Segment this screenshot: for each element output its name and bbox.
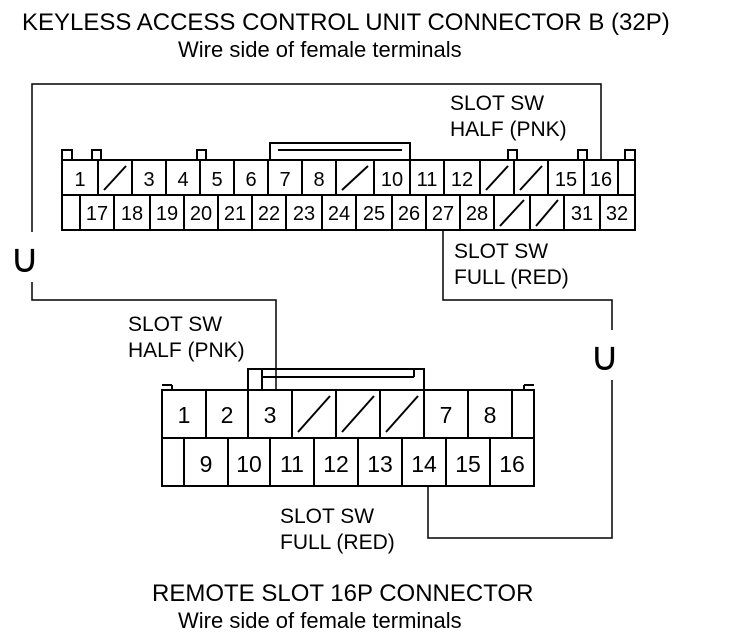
pin-r-1: 1 bbox=[178, 402, 191, 428]
pin-b-10: 10 bbox=[381, 169, 403, 191]
connector-b-row2-blank-marks bbox=[499, 199, 559, 227]
pin-b-19: 19 bbox=[156, 203, 178, 225]
pin-b-26: 26 bbox=[398, 203, 420, 225]
pin-b-11: 11 bbox=[417, 169, 438, 191]
remote-slot-row2-pins: 9 10 11 12 13 14 15 16 bbox=[200, 451, 525, 477]
wire-full-lower bbox=[427, 380, 613, 539]
pin-b-24: 24 bbox=[328, 203, 350, 225]
remote-slot-row2-grid bbox=[183, 438, 491, 486]
pin-r-11: 11 bbox=[280, 451, 304, 477]
remote-slot-connector bbox=[161, 368, 535, 487]
pin-r-8: 8 bbox=[484, 402, 497, 428]
wires bbox=[31, 83, 613, 539]
connector-b-row2-grid bbox=[79, 195, 601, 230]
splice-symbol-right: ∪ bbox=[590, 335, 619, 379]
remote-slot-row1-grid bbox=[205, 390, 513, 438]
pin-b-25: 25 bbox=[363, 203, 385, 225]
pin-b-4: 4 bbox=[177, 169, 188, 191]
pin-b-8: 8 bbox=[313, 169, 324, 191]
pin-b-1: 1 bbox=[74, 169, 85, 191]
pin-r-16: 16 bbox=[499, 451, 525, 477]
remote-slot-lock bbox=[247, 368, 425, 390]
pin-r-2: 2 bbox=[221, 402, 234, 428]
connector-b-row1-blank-marks bbox=[103, 165, 543, 191]
remote-slot-half-label-line1: SLOT SW bbox=[128, 313, 222, 336]
connector-b bbox=[61, 142, 636, 231]
pin-b-7: 7 bbox=[279, 169, 290, 191]
connector-b-row1-grid bbox=[61, 160, 619, 195]
remote-slot-row1-pins: 1 2 3 7 8 bbox=[178, 402, 497, 428]
remote-slot-subtitle: Wire side of female terminals bbox=[178, 608, 462, 633]
connector-b-lock bbox=[269, 142, 411, 160]
remote-slot-title: REMOTE SLOT 16P CONNECTOR bbox=[152, 580, 533, 607]
pin-r-15: 15 bbox=[455, 451, 481, 477]
connector-b-full-label-line2: FULL (RED) bbox=[454, 266, 569, 289]
pin-b-27: 27 bbox=[432, 203, 454, 225]
remote-slot-full-label-line2: FULL (RED) bbox=[280, 531, 395, 554]
pin-b-16: 16 bbox=[590, 169, 612, 191]
pin-b-18: 18 bbox=[121, 203, 143, 225]
connector-b-full-label-line1: SLOT SW bbox=[454, 240, 548, 263]
pin-r-12: 12 bbox=[323, 451, 349, 477]
pin-r-13: 13 bbox=[367, 451, 393, 477]
connector-b-row2-pins: 17 18 19 20 21 22 23 24 25 26 27 28 31 3… bbox=[86, 203, 628, 225]
wire-full-upper bbox=[442, 230, 613, 330]
pin-b-17: 17 bbox=[86, 203, 108, 225]
connector-b-title: KEYLESS ACCESS CONTROL UNIT CONNECTOR B … bbox=[22, 9, 670, 36]
pin-r-9: 9 bbox=[200, 451, 213, 477]
pin-b-20: 20 bbox=[190, 203, 212, 225]
pin-b-31: 31 bbox=[571, 203, 593, 225]
remote-slot-half-label-line2: HALF (PNK) bbox=[128, 339, 245, 362]
pin-b-3: 3 bbox=[143, 169, 154, 191]
connector-b-half-label-line2: HALF (PNK) bbox=[450, 118, 567, 141]
connector-b-half-label-line1: SLOT SW bbox=[450, 92, 544, 115]
pin-b-28: 28 bbox=[466, 203, 488, 225]
pin-b-6: 6 bbox=[245, 169, 256, 191]
splice-symbol-left: ∪ bbox=[10, 237, 39, 281]
pin-b-5: 5 bbox=[211, 169, 222, 191]
remote-slot-full-label-line1: SLOT SW bbox=[280, 505, 374, 528]
pin-b-15: 15 bbox=[555, 169, 577, 191]
wire-half-upper bbox=[31, 83, 602, 232]
connector-b-subtitle: Wire side of female terminals bbox=[178, 37, 462, 62]
connector-b-row1-pins: 1 3 4 5 6 7 8 10 11 12 15 16 bbox=[74, 169, 612, 191]
pin-r-7: 7 bbox=[440, 402, 453, 428]
pin-b-23: 23 bbox=[293, 203, 315, 225]
pin-b-21: 21 bbox=[224, 203, 246, 225]
pin-r-3: 3 bbox=[264, 402, 277, 428]
pin-r-10: 10 bbox=[236, 451, 262, 477]
wire-half-lower bbox=[31, 282, 277, 390]
pin-b-22: 22 bbox=[258, 203, 280, 225]
pin-b-12: 12 bbox=[451, 169, 473, 191]
remote-slot-row1-blank-marks bbox=[297, 395, 419, 433]
pin-b-32: 32 bbox=[606, 203, 628, 225]
pin-r-14: 14 bbox=[411, 451, 437, 477]
